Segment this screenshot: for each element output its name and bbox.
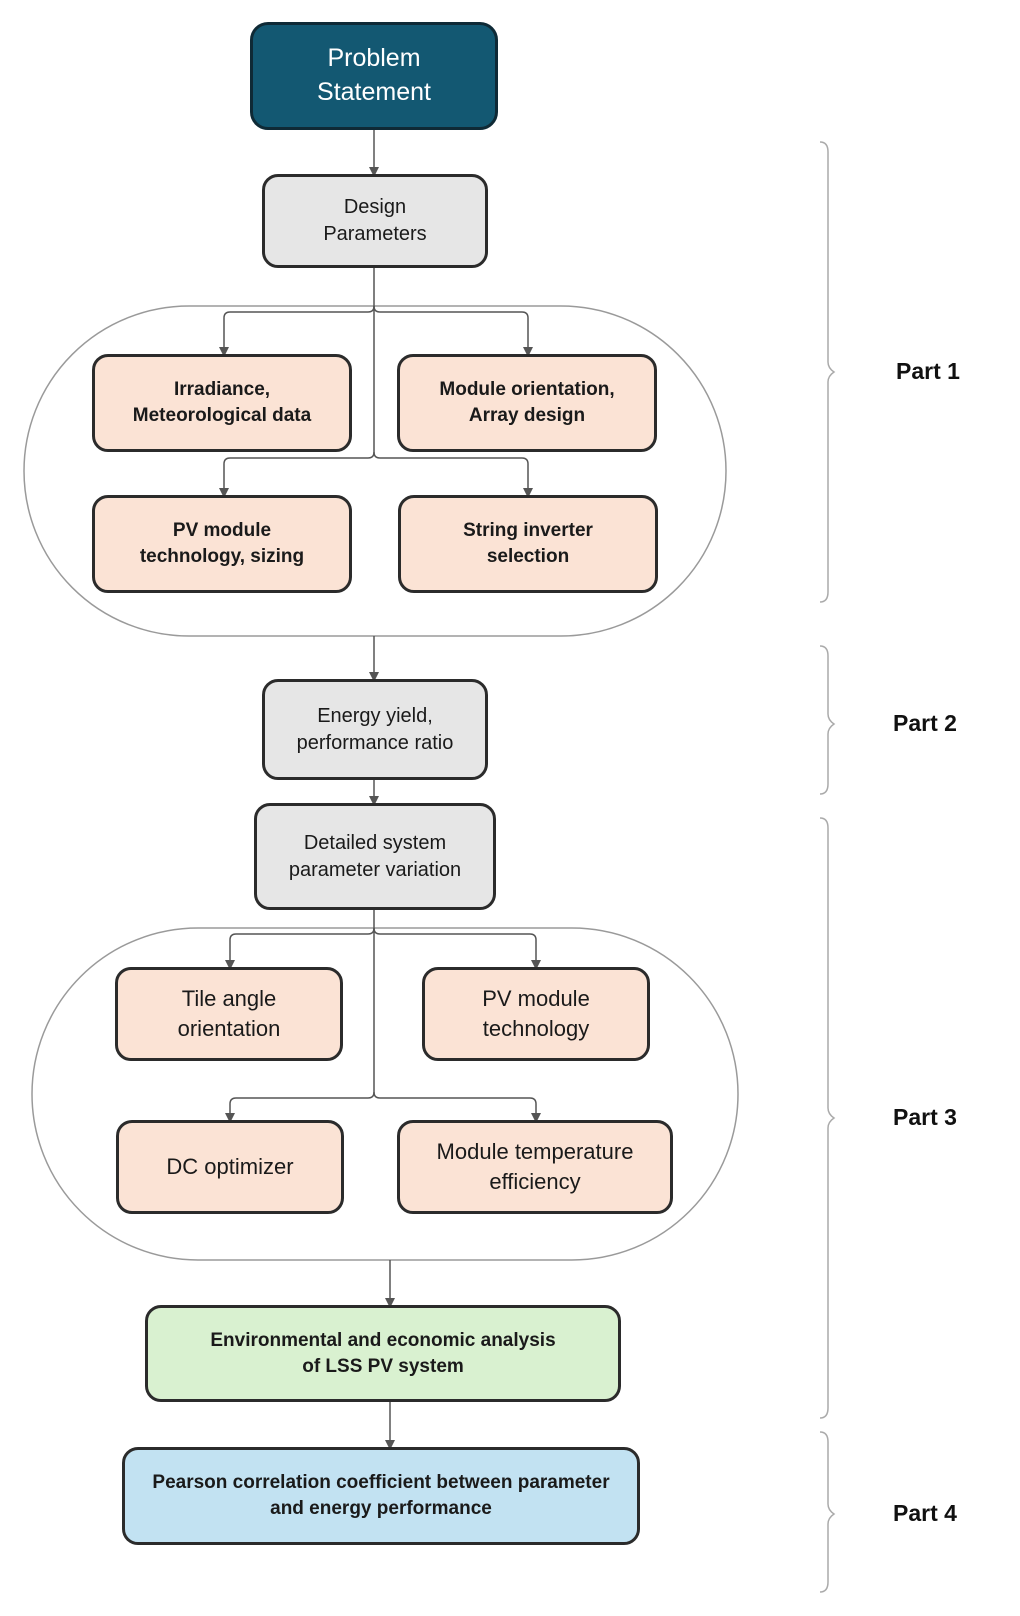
part3-group-outline (31, 927, 739, 1261)
pv-module-sizing-label: PV module technology, sizing (139, 520, 305, 567)
part4-brace (819, 1431, 836, 1593)
dc-optimizer-box: DC optimizer (116, 1120, 344, 1214)
module-orientation-label: Module orientation, Array design (439, 379, 615, 426)
design-parameters-label: Design Parameters (323, 196, 427, 245)
module-temperature-box: Module temperature efficiency (397, 1120, 673, 1214)
design-parameters-box: Design Parameters (262, 174, 488, 268)
problem-statement-label: Problem Statement (317, 44, 431, 106)
part3-label: Part 3 (893, 1104, 957, 1130)
environmental-analysis-box: Environmental and economic analysis of L… (145, 1305, 621, 1402)
part1-label: Part 1 (896, 358, 960, 384)
problem-statement-box: Problem Statement (250, 22, 498, 130)
part4-label: Part 4 (893, 1500, 957, 1526)
module-temperature-label: Module temperature efficiency (436, 1139, 634, 1194)
part1-brace (819, 141, 836, 603)
energy-yield-label: Energy yield, performance ratio (296, 704, 454, 754)
string-inverter-label: String inverter selection (463, 520, 593, 567)
pv-module-tech-label: PV module technology (482, 986, 590, 1041)
environmental-analysis-label: Environmental and economic analysis of L… (210, 1329, 556, 1377)
energy-yield-box: Energy yield, performance ratio (262, 679, 488, 780)
part2-label: Part 2 (893, 710, 957, 736)
arrow-to-dc-optimizer (225, 1091, 375, 1123)
pearson-correlation-label: Pearson correlation coefficient between … (152, 1472, 610, 1519)
pearson-correlation-box: Pearson correlation coefficient between … (122, 1447, 640, 1545)
part1-group-outline (23, 305, 727, 637)
arrow-to-tile-angle (225, 927, 375, 970)
string-inverter-box: String inverter selection (398, 495, 658, 593)
part3-brace (819, 817, 836, 1419)
arrow-to-module-orientation (373, 305, 533, 357)
pv-module-sizing-box: PV module technology, sizing (92, 495, 352, 593)
irradiance-label: Irradiance, Meteorological data (132, 379, 312, 426)
part2-brace (819, 645, 836, 795)
arrow-to-module-temperature (373, 1091, 541, 1123)
arrow-to-string-inverter (373, 451, 533, 498)
pv-module-tech-box: PV module technology (422, 967, 650, 1061)
module-orientation-box: Module orientation, Array design (397, 354, 657, 452)
arrow-to-irradiance (219, 305, 375, 357)
arrow-to-pv-module-sizing (219, 451, 375, 498)
irradiance-box: Irradiance, Meteorological data (92, 354, 352, 452)
dc-optimizer-label: DC optimizer (166, 1154, 294, 1180)
tile-angle-box: Tile angle orientation (115, 967, 343, 1061)
tile-angle-label: Tile angle orientation (177, 986, 281, 1041)
detailed-variation-box: Detailed system parameter variation (254, 803, 496, 910)
arrow-to-pv-module-tech (373, 927, 541, 970)
detailed-variation-label: Detailed system parameter variation (288, 831, 462, 881)
